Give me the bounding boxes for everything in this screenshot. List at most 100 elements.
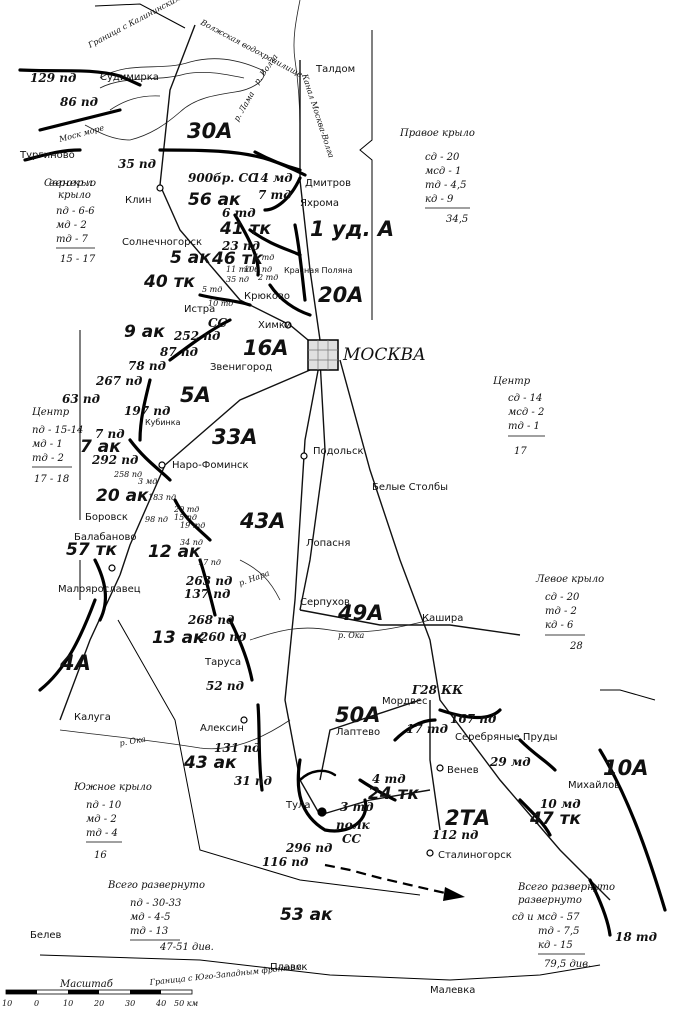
unit-7pd: 7 пд (95, 427, 125, 441)
unit-296pd: 296 пд (285, 841, 332, 855)
svg-text:Всего развернуто: Всего развернуто (517, 882, 615, 893)
scale-title: Масштаб (59, 979, 114, 990)
svg-text:Центр: Центр (493, 376, 531, 387)
unit-131pd: 131 пд (214, 741, 260, 755)
army-50a: 50А (335, 703, 380, 727)
unit-polk: полк (336, 818, 371, 832)
city-yakhroma: Яхрома (300, 198, 339, 209)
svg-text:тд - 2: тд - 2 (545, 606, 577, 617)
svg-text:тд - 4: тд - 4 (86, 828, 118, 839)
unit-252pd: 252 пд (173, 329, 220, 343)
town-markers (108, 184, 444, 857)
legend-title: Правое крыло (399, 128, 475, 139)
svg-text:Центр: Центр (32, 407, 70, 418)
svg-text:тд - 1: тд - 1 (508, 421, 540, 432)
city-plavsk: Плавск (270, 962, 307, 973)
unit-4td: 4 тд (372, 772, 406, 786)
legend-left-wing: Левое крыло сд - 20 тд - 2 кд - 6 28 (535, 574, 604, 652)
legend-total-german: Всего развернуто пд - 30-33 мд - 4-5 тд … (107, 880, 214, 953)
city-istra: Истра (184, 304, 215, 315)
canal-label: Канал Москва-Волга (300, 72, 336, 159)
city-kryukovo: Крюково (244, 291, 290, 302)
legend-center-right: Центр сд - 14 мсд - 2 тд - 1 17 (493, 376, 545, 457)
unit-7ak: 7 ак (80, 437, 121, 457)
svg-text:34,5: 34,5 (446, 214, 468, 225)
unit-129pd: 129 пд (30, 71, 76, 85)
city-venev: Венев (447, 765, 479, 776)
city-mikhailov: Михайлов (568, 780, 620, 791)
army-labels: 30А 1 уд. А 20А 16А 5А 33А 43А 49А 50А 4… (59, 119, 648, 830)
svg-text:Всего развернуто: Всего развернуто (107, 880, 205, 891)
city-aleksin: Алексин (200, 723, 244, 734)
scale-tick: 10 (2, 999, 12, 1008)
unit-53ak: 53 ак (280, 905, 333, 925)
city-mordves: Мордвес (382, 696, 428, 707)
city-taldom: Талдом (315, 64, 355, 75)
unit-24tk: 24 тк (368, 784, 419, 804)
city-krasnaya-polyana: Красная Поляна (284, 266, 353, 275)
city-naro-fominsk: Наро-Фоминск (172, 460, 249, 471)
svg-text:пд - 15-14: пд - 15-14 (32, 425, 83, 436)
scale-tick: 20 (93, 999, 104, 1008)
unit-3md: 3 мд (138, 477, 157, 486)
svg-text:пд - 6-6: пд - 6-6 (56, 206, 95, 217)
unit-63pd: 63 пд (62, 392, 100, 406)
unit-258pd: 258 пд (113, 470, 142, 479)
svg-text:кд - 6: кд - 6 (545, 620, 574, 631)
army-10a: 10А (603, 756, 648, 780)
unit-260pd: 260 пд (199, 630, 246, 644)
city-zvenigorod: Звенигород (210, 362, 272, 373)
scale-tick: 50 км (174, 999, 199, 1008)
unit-14md: 14 мд (252, 171, 293, 185)
army-5a: 5А (180, 383, 211, 407)
svg-text:кд - 9: кд - 9 (425, 194, 454, 205)
unit-labels: 129 пд 86 пд 35 пд 900бр. СС 14 мд 7 тд … (30, 71, 657, 944)
svg-text:сд - 14: сд - 14 (508, 393, 542, 404)
city-belev: Белев (30, 930, 62, 941)
unit-34pd: 34 пд (180, 538, 203, 547)
svg-text:тд - 7: тд - 7 (56, 234, 89, 245)
legend-north-wing: Северное крыло крыло пд - 6-6 мд - 2 тд … (44, 178, 96, 265)
unit-40tk: 40 тк (143, 272, 195, 292)
city-turginovo: Тургиново (19, 150, 75, 161)
city-sudimirka: Судимирка (100, 72, 159, 83)
svg-text:кд - 15: кд - 15 (538, 940, 573, 951)
unit-29md: 29 мд (489, 755, 531, 769)
unit-112pd: 112 пд (432, 828, 478, 842)
lama-label: р. Лама (232, 90, 256, 123)
unit-292pd: 292 пд (91, 453, 138, 467)
unit-167pd: 167 пд (450, 712, 496, 726)
city-malevka: Малевка (430, 985, 475, 996)
svg-text:17 - 18: 17 - 18 (34, 474, 69, 485)
unit-43ak: 43 ак (183, 753, 237, 773)
army-16a: 16А (243, 336, 288, 360)
river-oka-label-1: р. Ока (338, 631, 365, 640)
city-serebryanye-prudy: Серебряные Пруды (455, 732, 558, 743)
unit-98pd: 98 пд (145, 515, 168, 524)
unit-78pd: 78 пд (128, 359, 166, 373)
sw-border-label: Граница с Юго-Западным фронтом (148, 962, 302, 987)
scale-tick: 40 (155, 999, 166, 1008)
army-20a: 20А (318, 283, 363, 307)
unit-13ak: 13 ак (152, 628, 205, 648)
army-49a: 49А (337, 601, 383, 625)
svg-text:крыло: крыло (58, 190, 91, 201)
unit-10td: 10 тд (208, 299, 233, 308)
unit-3td: 3 тд (340, 800, 374, 814)
city-maloyaroslavets: Малоярославец (58, 584, 141, 595)
unit-86pd: 86 пд (60, 95, 98, 109)
unit-263pd: 263 пд (185, 574, 232, 588)
svg-text:Левое крыло: Левое крыло (535, 574, 604, 585)
svg-text:пд - 10: пд - 10 (86, 800, 122, 811)
unit-g28kk: Г28 КК (411, 683, 464, 697)
unit-20ak: 20 ак (96, 486, 149, 506)
unit-20td: 20 тд (173, 505, 199, 514)
svg-text:тд - 13: тд - 13 (130, 926, 168, 937)
city-podolsk: Подольск (313, 446, 364, 457)
unit-23pd: 23 пд (221, 239, 260, 253)
unit-267pd: 267 пд (95, 374, 142, 388)
moscow-sea-label: Моск море (57, 123, 105, 144)
city-klin: Клин (125, 195, 152, 206)
svg-text:79,5 див.: 79,5 див. (544, 959, 591, 970)
